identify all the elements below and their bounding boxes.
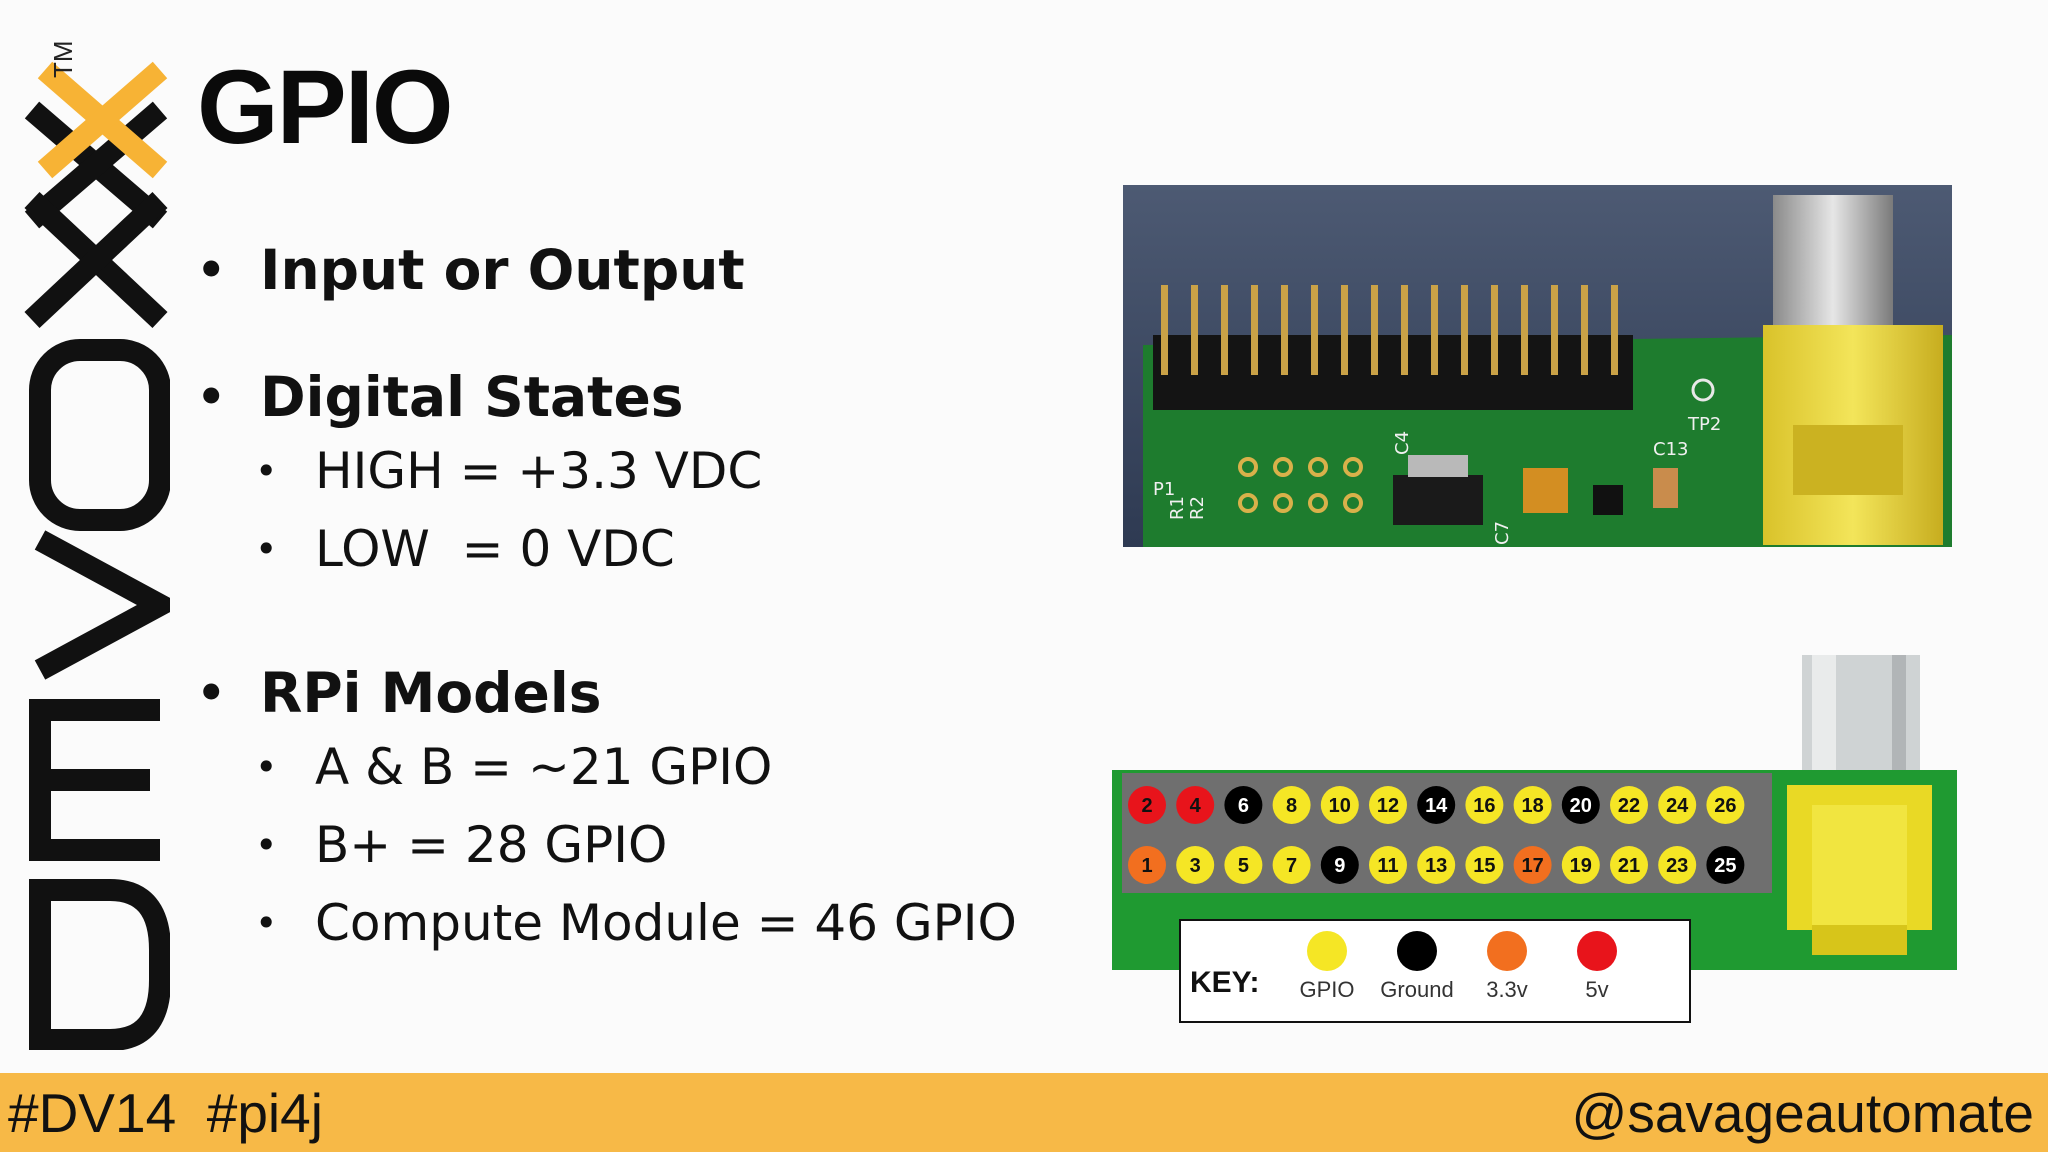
bottom-pin-label-9: 9 (1334, 855, 1345, 877)
bottom-pin-label-3: 3 (1190, 855, 1201, 877)
top-pin-label-20: 20 (1570, 795, 1592, 817)
top-pin-label-8: 8 (1286, 795, 1297, 817)
bottom-pin-label-1: 1 (1141, 855, 1152, 877)
key-label-gpio: GPIO (1299, 977, 1354, 1002)
top-pin-label-16: 16 (1473, 795, 1495, 817)
devoxx-logo: TM (20, 30, 184, 1051)
bottom-pin-label-15: 15 (1473, 855, 1495, 877)
trademark-symbol: TM (48, 40, 78, 78)
top-pin-label-26: 26 (1714, 795, 1736, 817)
top-pin-label-10: 10 (1329, 795, 1351, 817)
bottom-pin-label-17: 17 (1521, 855, 1543, 877)
top-pin-label-2: 2 (1141, 795, 1152, 817)
top-pin-label-14: 14 (1425, 795, 1448, 817)
bottom-pin-7 (1272, 846, 1311, 884)
silkscreen-c4: C4 (1392, 431, 1413, 455)
footer-handle: @savageautomate (1571, 1082, 2034, 1144)
bottom-pin-13 (1417, 846, 1456, 884)
key-swatch-5v (1577, 931, 1617, 971)
top-pin-label-24: 24 (1666, 795, 1689, 817)
bottom-pin-19 (1561, 846, 1600, 884)
key-label-ground: Ground (1380, 977, 1453, 1002)
bottom-pin-label-11: 11 (1377, 855, 1398, 877)
top-pin-18 (1513, 786, 1552, 824)
bottom-pin-label-5: 5 (1238, 855, 1249, 877)
top-pin-label-18: 18 (1521, 795, 1543, 817)
sub-bullet-high: HIGH = +3.3 VDC (195, 432, 1095, 510)
top-pin-2 (1128, 786, 1166, 824)
bottom-pin-15 (1465, 846, 1504, 884)
silkscreen-c7: C7 (1492, 521, 1513, 545)
top-pin-10 (1320, 786, 1359, 824)
silkscreen-r1: R1 (1167, 496, 1188, 520)
top-pin-label-6: 6 (1238, 795, 1249, 817)
bullet-digital-states: Digital States (195, 362, 1095, 432)
bottom-pin-label-23: 23 (1666, 855, 1688, 877)
silkscreen-tp2: TP2 (1687, 414, 1721, 435)
bottom-pin-label-13: 13 (1425, 855, 1447, 877)
sub-bullet-a-b: A & B = ~21 GPIO (195, 728, 1095, 806)
bottom-pin-label-19: 19 (1570, 855, 1592, 877)
bottom-pin-3 (1176, 846, 1215, 884)
footer-bar: #DV14 #pi4j @savageautomate (0, 1073, 2048, 1152)
slide-title: GPIO (197, 49, 454, 166)
bullet-rpi-models: RPi Models (195, 658, 1095, 728)
sub-bullet-compute-module: Compute Module = 46 GPIO (195, 884, 1095, 962)
bottom-pin-label-7: 7 (1286, 855, 1297, 877)
sub-bullet-b-plus: B+ = 28 GPIO (195, 806, 1095, 884)
key-label-5v: 5v (1585, 977, 1608, 1002)
top-pin-22 (1610, 786, 1648, 824)
bullet-list: Input or Output Digital States HIGH = +3… (195, 235, 1095, 962)
bottom-pin-23 (1658, 846, 1697, 884)
top-pin-label-22: 22 (1618, 795, 1640, 817)
header-pins (1161, 285, 1618, 375)
bottom-pin-25 (1706, 846, 1745, 884)
top-pin-20 (1561, 786, 1600, 824)
bottom-pin-9 (1320, 846, 1359, 884)
devoxx-logo-mark (24, 61, 184, 1051)
top-pin-16 (1465, 786, 1504, 824)
key-label-33v: 3.3v (1486, 977, 1528, 1002)
key-label: KEY: (1190, 966, 1259, 999)
top-pin-14 (1417, 786, 1456, 824)
sub-bullet-low: LOW = 0 VDC (195, 510, 1095, 588)
key-swatch-gpio (1307, 931, 1347, 971)
top-pin-12 (1369, 786, 1407, 824)
top-pin-6 (1224, 786, 1263, 824)
top-pin-24 (1658, 786, 1697, 824)
key-swatch-33v (1487, 931, 1527, 971)
top-pin-8 (1272, 786, 1311, 824)
silkscreen-r2: R2 (1187, 496, 1208, 520)
silkscreen-p1: P1 (1153, 479, 1175, 500)
silkscreen-c13: C13 (1653, 439, 1688, 460)
top-pin-26 (1706, 786, 1745, 824)
bullet-input-output: Input or Output (195, 235, 1095, 305)
bottom-pin-17 (1513, 846, 1552, 884)
bottom-pin-5 (1224, 846, 1263, 884)
bottom-pin-21 (1610, 846, 1648, 884)
top-pin-label-4: 4 (1190, 795, 1202, 817)
gpio-header-photo: P1 R1 R2 C4 C7 C13 TP2 (1123, 185, 1952, 547)
bottom-pin-label-25: 25 (1714, 855, 1736, 877)
top-pin-4 (1176, 786, 1215, 824)
key-swatch-ground (1397, 931, 1437, 971)
key-legend: GPIO Ground 3.3v 5v (1299, 931, 1617, 1002)
footer-hashtags: #DV14 #pi4j (8, 1082, 323, 1144)
bottom-pin-1 (1128, 846, 1166, 884)
top-pin-label-12: 12 (1377, 795, 1399, 817)
bottom-pin-label-21: 21 (1618, 855, 1640, 877)
bottom-pin-11 (1369, 846, 1407, 884)
